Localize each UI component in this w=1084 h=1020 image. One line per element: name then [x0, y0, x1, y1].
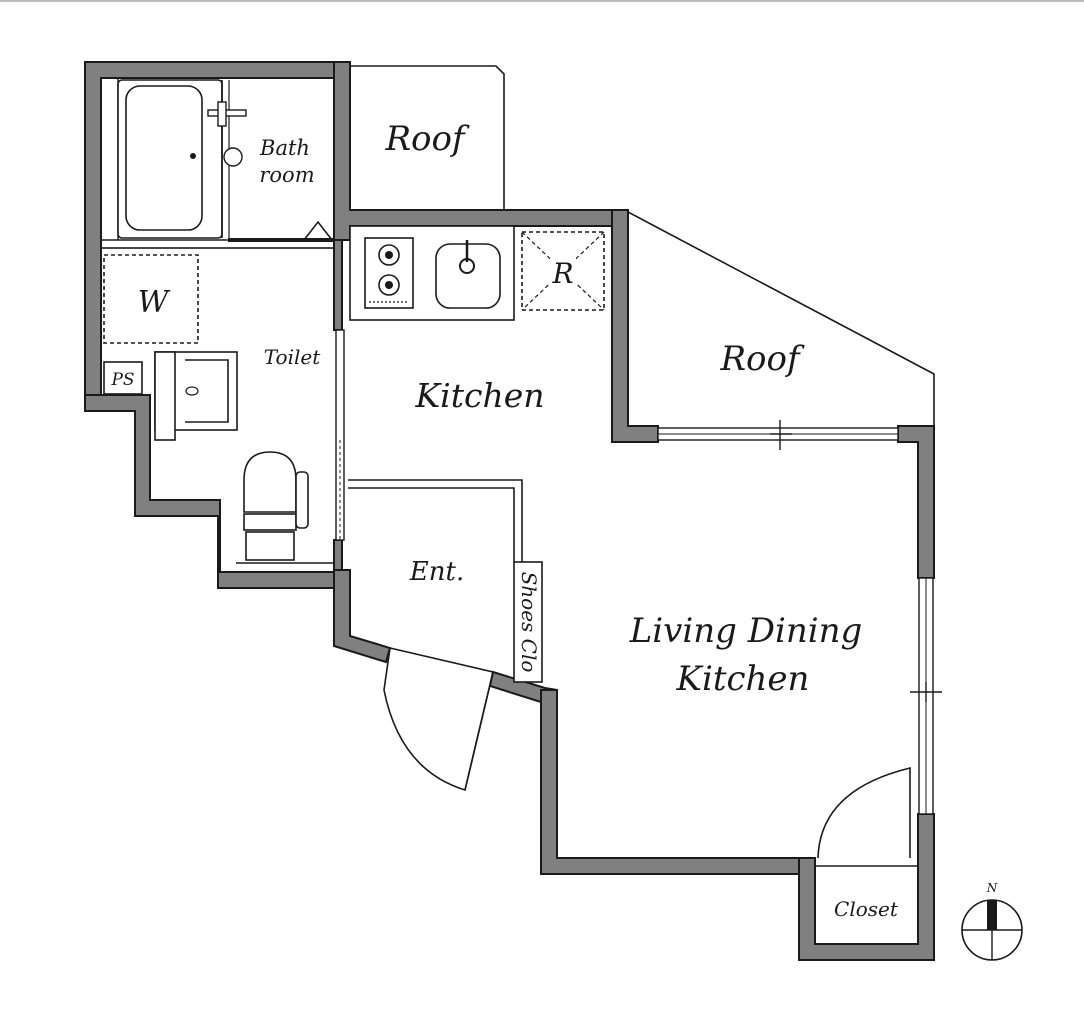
roof-right-area — [627, 211, 935, 426]
closet-door[interactable] — [817, 766, 911, 859]
bathtub-inner — [125, 85, 203, 231]
wall-toilet-kitchen — [333, 239, 343, 331]
roof-top-area — [350, 65, 505, 210]
wall-ldk-east-upper — [897, 425, 935, 579]
refrigerator-label: R — [551, 257, 573, 290]
ps-box — [103, 361, 143, 395]
closet-label: Closet — [834, 897, 899, 921]
stove — [364, 237, 414, 309]
burner-1 — [378, 244, 400, 266]
bathroom-label-line2: room — [259, 163, 314, 187]
shoes-closet-label: Shoes Clo — [517, 572, 541, 673]
compass-north-label: N — [986, 881, 998, 895]
entrance-door[interactable] — [383, 647, 494, 792]
bathroom-outline — [100, 77, 335, 249]
toilet-bowl — [243, 451, 297, 513]
ps-label: PS — [110, 370, 134, 390]
wall-closet — [798, 813, 935, 961]
ldk-label-line2: Kitchen — [676, 659, 810, 699]
toilet-label: Toilet — [264, 345, 321, 369]
shower-drain — [223, 147, 243, 167]
wall-bath-kitchen — [333, 61, 629, 241]
shower-faucet — [207, 109, 247, 117]
entrance-step — [348, 479, 523, 562]
refrigerator-space — [521, 231, 605, 311]
wall-ldk-southwest — [540, 689, 816, 875]
entrance-label: Ent. — [409, 557, 464, 587]
washer-label: W — [138, 285, 171, 320]
wash-basin-bowl — [185, 359, 229, 423]
roof-right-label: Roof — [719, 339, 805, 379]
bath-door[interactable] — [303, 220, 333, 241]
burner-2 — [378, 274, 400, 296]
compass-icon: N — [961, 881, 1023, 961]
kitchen-label: Kitchen — [415, 376, 545, 415]
sliding-door-toilet[interactable] — [335, 329, 345, 541]
wall-entrance-west — [333, 569, 392, 664]
toilet-tank — [243, 513, 297, 531]
shoes-closet — [513, 561, 543, 683]
bathroom-label: Bath — [259, 136, 310, 160]
roof-top-label: Roof — [384, 119, 470, 159]
wall-kitchen-east — [611, 209, 659, 443]
ldk-label: Living Dining — [629, 611, 863, 651]
